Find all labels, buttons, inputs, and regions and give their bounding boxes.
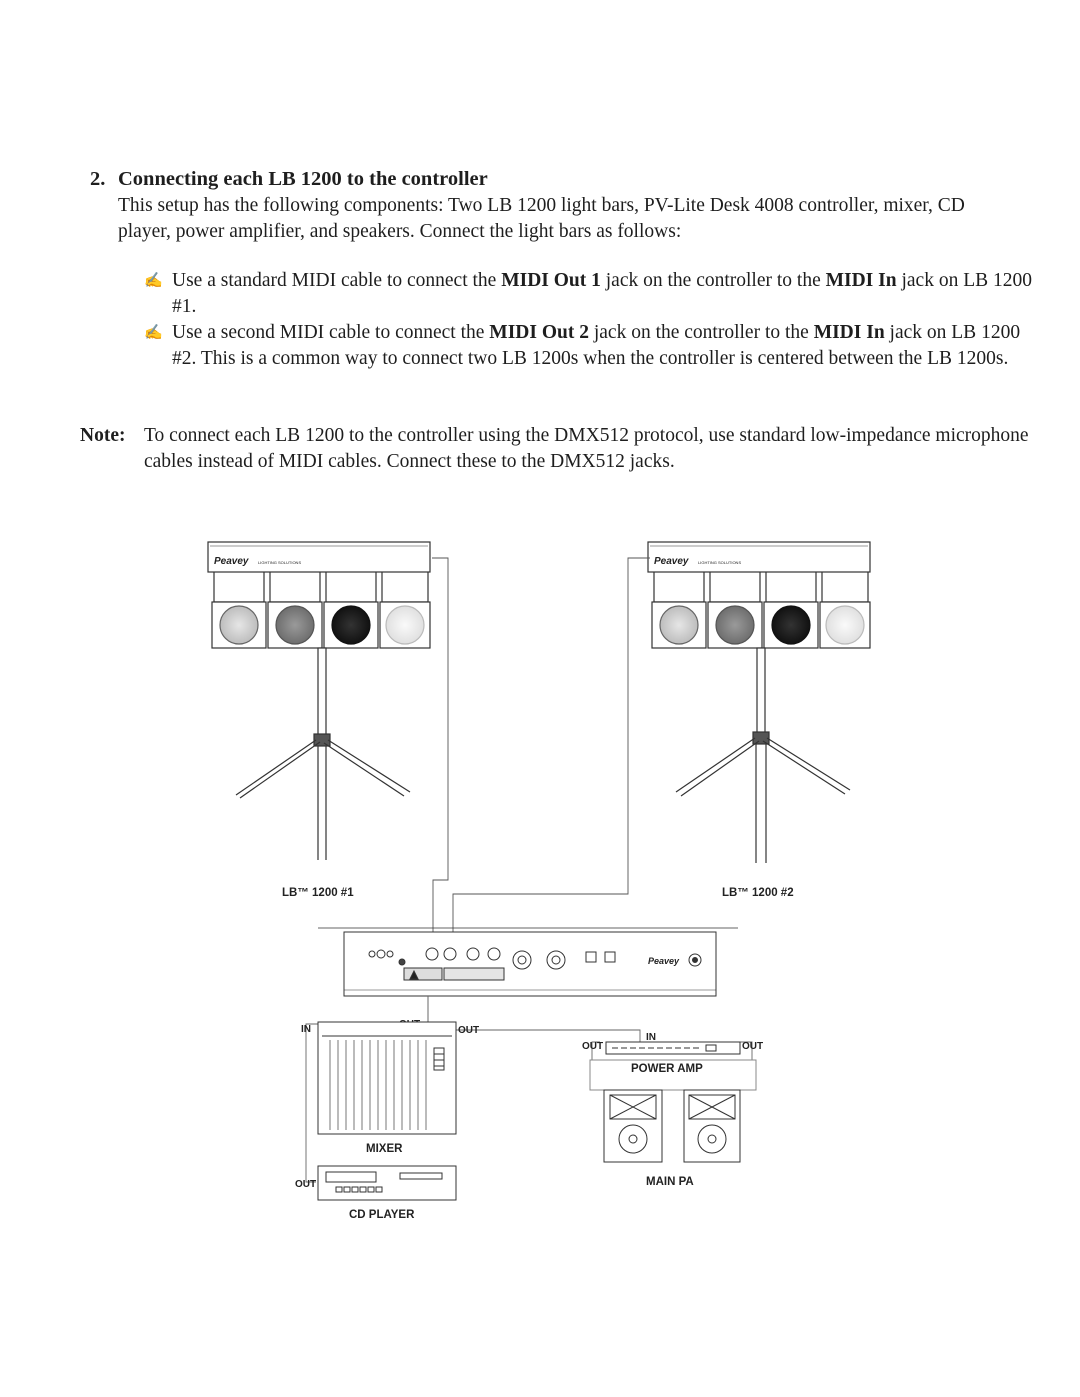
section-number: 2. [90, 168, 106, 190]
note-label: Note: [80, 425, 126, 446]
section-heading: 2. Connecting each LB 1200 to the control… [90, 168, 488, 191]
fixture-2d [819, 572, 871, 649]
note-paragraph: Note: To connect each LB 1200 to the cont… [80, 423, 1074, 474]
fixture-1c [323, 572, 379, 649]
midi-cables [432, 557, 650, 940]
cd-player [317, 1165, 457, 1201]
bar-text: LIGHTING SOLUTIONS [258, 560, 301, 565]
pencil-icon: ✍ [144, 325, 163, 341]
label-amp-in: IN [646, 1032, 656, 1043]
light-bar-2: Peavey LIGHTING SOLUTIONS [647, 541, 871, 863]
fixture-1d [379, 572, 431, 649]
power-amp [589, 1041, 757, 1091]
brand-logo: Peavey [214, 556, 249, 567]
label-main-pa: MAIN PA [646, 1176, 694, 1188]
bar-text: LIGHTING SOLUTIONS [698, 560, 741, 565]
label-amp-out-right: OUT [742, 1041, 763, 1052]
speaker-right [683, 1089, 741, 1163]
label-mixer-in: IN [301, 1024, 311, 1035]
label-lb1200-1: LB™ 1200 #1 [282, 887, 354, 899]
brand-logo: Peavey [648, 956, 680, 966]
label-power-amp: POWER AMP [631, 1063, 703, 1075]
label-cd-player: CD PLAYER [349, 1209, 415, 1221]
fixture-2b [707, 572, 763, 649]
label-controller-out: OUT [458, 1025, 479, 1036]
label-mixer: MIXER [366, 1143, 403, 1155]
fixture-1b [267, 572, 323, 649]
step-item-2: ✍Use a second MIDI cable to connect the … [144, 322, 1021, 369]
intro-paragraph: This setup has the following components:… [118, 195, 965, 242]
section-title: Connecting each LB 1200 to the controlle… [118, 168, 488, 190]
note-text: To connect each LB 1200 to the controlle… [144, 425, 1029, 472]
connection-diagram: Peavey LIGHTING SOLUTIONS [207, 541, 871, 1221]
label-amp-out-left: OUT [582, 1041, 603, 1052]
controller-rear-panel: Peavey [318, 927, 738, 997]
label-cd-out: OUT [295, 1179, 316, 1190]
fixture-1a [211, 572, 267, 649]
mixer [317, 1021, 457, 1135]
brand-logo: Peavey [654, 556, 689, 567]
label-lb1200-2: LB™ 1200 #2 [722, 887, 794, 899]
fixture-2a [651, 572, 707, 649]
fixture-2c [763, 572, 819, 649]
pencil-icon: ✍ [144, 273, 163, 289]
speaker-left [603, 1089, 663, 1163]
step-item-1: ✍Use a standard MIDI cable to connect th… [144, 270, 1032, 317]
light-bar-1: Peavey LIGHTING SOLUTIONS [207, 541, 431, 860]
